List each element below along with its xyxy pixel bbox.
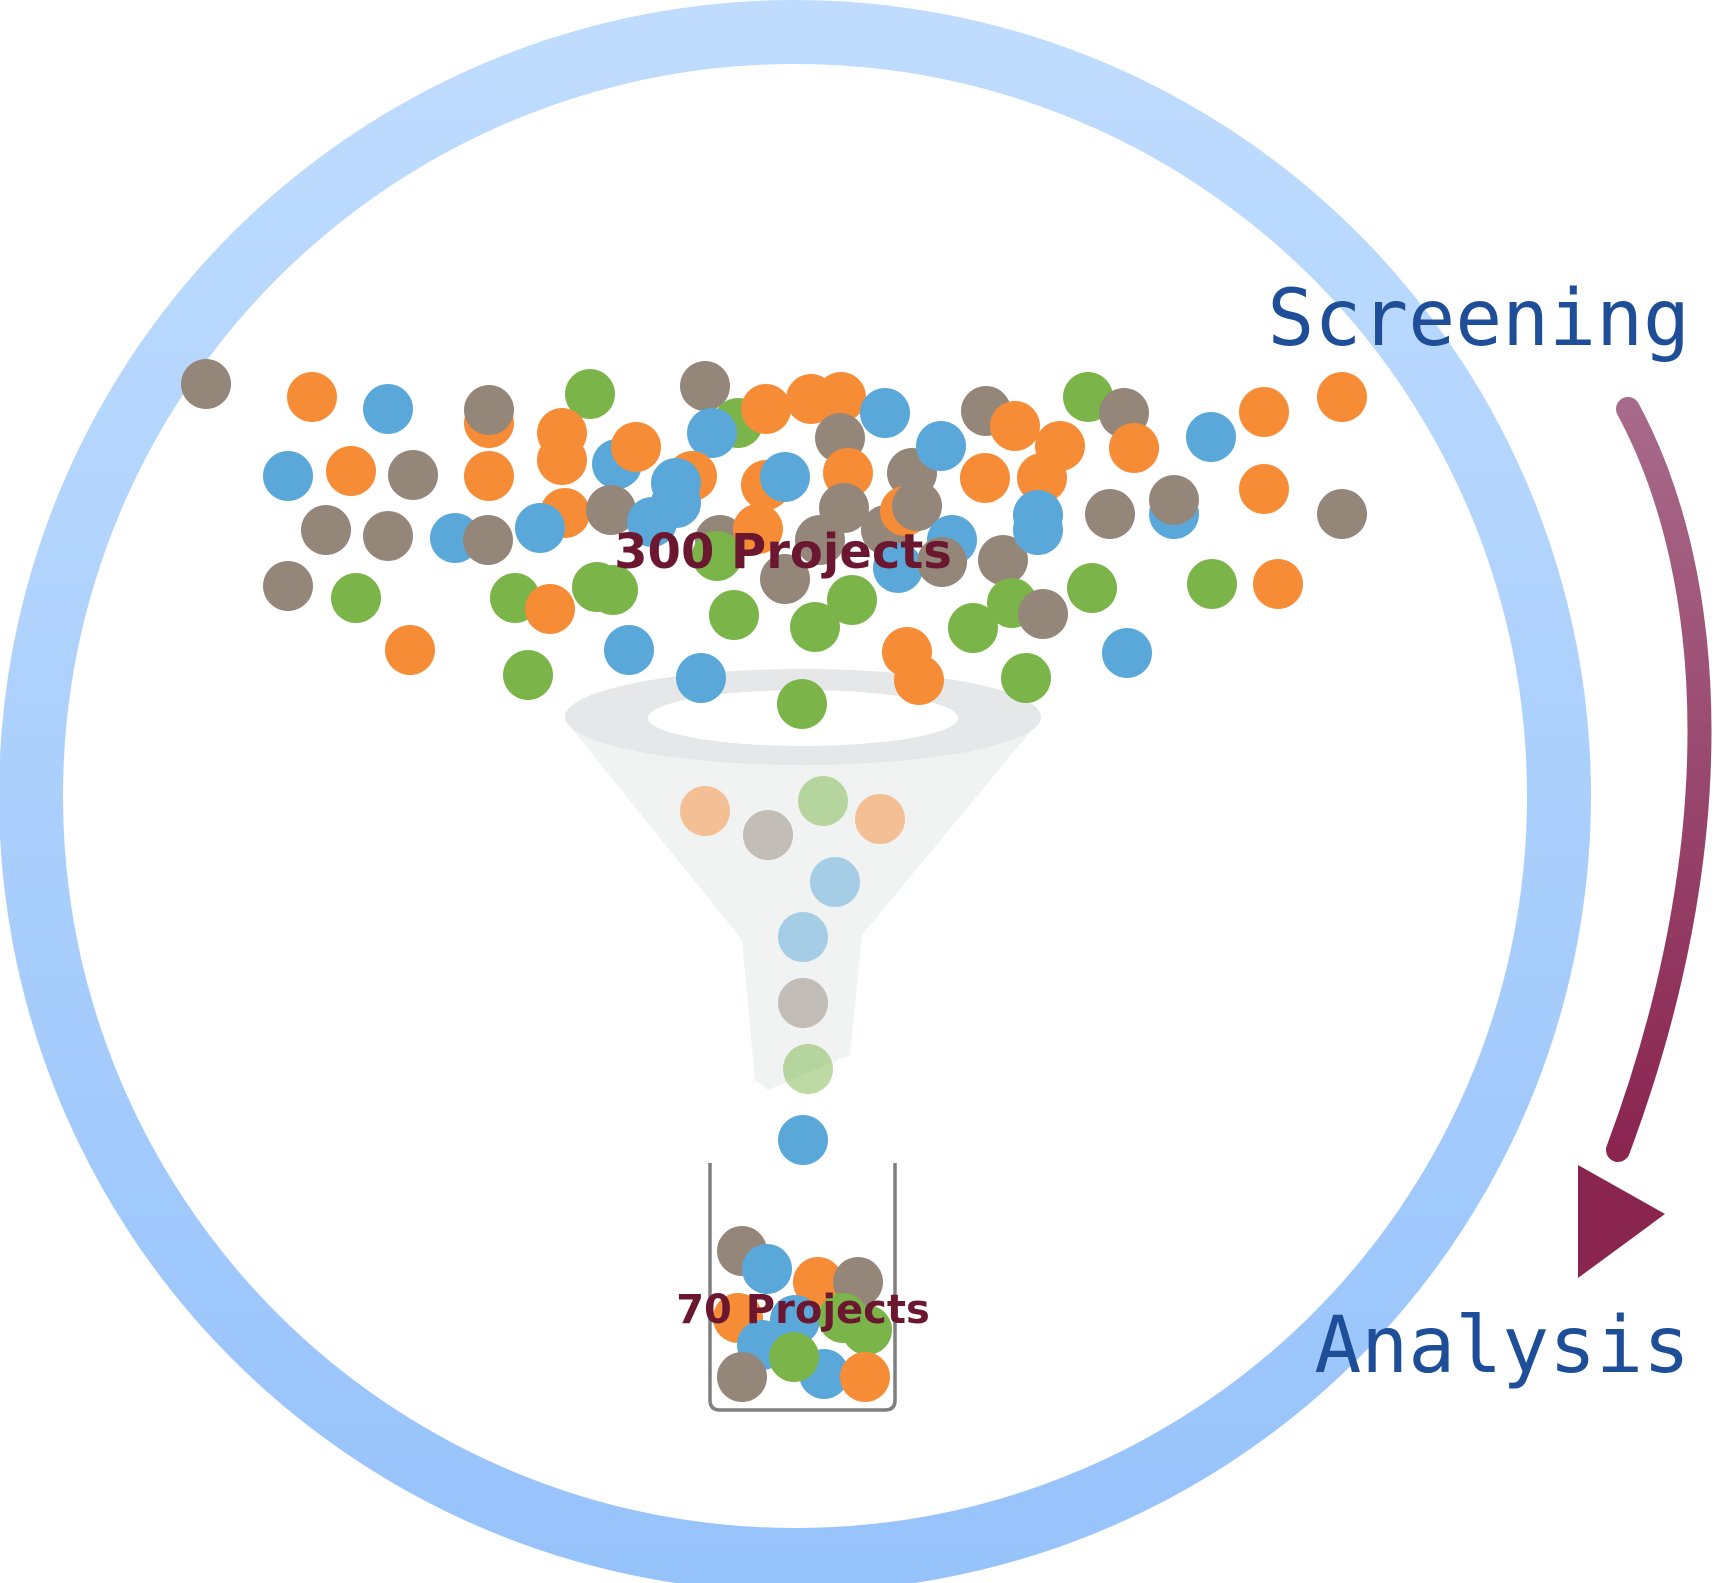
project-dot bbox=[537, 435, 587, 485]
project-dot bbox=[676, 653, 726, 703]
beaker-icon bbox=[708, 1163, 897, 1412]
project-dot bbox=[860, 388, 910, 438]
project-dot bbox=[287, 372, 337, 422]
project-dot bbox=[894, 655, 944, 705]
cycle-ring bbox=[0, 0, 1591, 1583]
project-dot bbox=[326, 446, 376, 496]
falling-dots bbox=[680, 776, 905, 1165]
project-dot bbox=[604, 625, 654, 675]
project-dot bbox=[1186, 412, 1236, 462]
curved-arrow-icon bbox=[1578, 397, 1712, 1278]
project-dot bbox=[1149, 475, 1199, 525]
project-dot bbox=[1001, 653, 1051, 703]
project-dot bbox=[1239, 387, 1289, 437]
project-dot bbox=[680, 361, 730, 411]
project-dot bbox=[263, 561, 313, 611]
project-dot bbox=[798, 776, 848, 826]
project-dot bbox=[588, 565, 638, 615]
project-dot bbox=[331, 573, 381, 623]
project-dot bbox=[363, 384, 413, 434]
project-dot bbox=[525, 584, 575, 634]
project-dot bbox=[960, 453, 1010, 503]
project-dot bbox=[1018, 589, 1068, 639]
project-dot bbox=[733, 504, 783, 554]
project-dot bbox=[385, 625, 435, 675]
project-dot bbox=[687, 408, 737, 458]
project-dot bbox=[892, 481, 942, 531]
project-dot bbox=[916, 421, 966, 471]
project-dot bbox=[1013, 505, 1063, 555]
project-dot bbox=[709, 590, 759, 640]
project-dot bbox=[263, 451, 313, 501]
project-dot bbox=[778, 978, 828, 1028]
project-dot bbox=[1017, 453, 1067, 503]
project-dot bbox=[1085, 489, 1135, 539]
project-dot bbox=[819, 483, 869, 533]
project-dot bbox=[990, 401, 1040, 451]
project-dot bbox=[978, 535, 1028, 585]
project-dot bbox=[770, 1295, 820, 1345]
project-dot bbox=[810, 857, 860, 907]
project-dot bbox=[778, 912, 828, 962]
project-dot bbox=[611, 422, 661, 472]
project-dot bbox=[1102, 628, 1152, 678]
input-count-label: 300 Projects bbox=[614, 524, 952, 580]
project-dot bbox=[680, 786, 730, 836]
project-dot bbox=[388, 450, 438, 500]
project-dot bbox=[760, 452, 810, 502]
project-dot bbox=[1317, 372, 1367, 422]
project-dot bbox=[1067, 563, 1117, 613]
project-dot bbox=[464, 385, 514, 435]
project-dot bbox=[855, 794, 905, 844]
project-dot bbox=[917, 537, 967, 587]
project-dot bbox=[840, 1352, 890, 1402]
project-dot bbox=[741, 384, 791, 434]
input-project-dots bbox=[181, 359, 1367, 729]
output-count-label: 70 Projects bbox=[676, 1287, 930, 1333]
project-dot bbox=[818, 1293, 868, 1343]
project-dot bbox=[503, 650, 553, 700]
project-dot bbox=[565, 369, 615, 419]
project-dot bbox=[515, 503, 565, 553]
analysis-label: Analysis bbox=[1314, 1301, 1690, 1391]
project-dot bbox=[463, 515, 513, 565]
project-dot bbox=[790, 602, 840, 652]
project-dot bbox=[777, 679, 827, 729]
project-dot bbox=[363, 511, 413, 561]
project-dot bbox=[778, 1115, 828, 1165]
project-dot bbox=[783, 1044, 833, 1094]
project-dot bbox=[743, 810, 793, 860]
project-dot bbox=[873, 543, 923, 593]
project-dot bbox=[742, 1244, 792, 1294]
project-dot bbox=[816, 372, 866, 422]
output-project-dots bbox=[713, 1226, 892, 1402]
project-dot bbox=[651, 478, 701, 528]
screening-label: Screening bbox=[1267, 274, 1690, 364]
project-dot bbox=[1239, 464, 1289, 514]
project-dot bbox=[1187, 559, 1237, 609]
project-dot bbox=[717, 1352, 767, 1402]
project-dot bbox=[793, 1257, 843, 1307]
project-dot bbox=[760, 554, 810, 604]
project-dot bbox=[1253, 559, 1303, 609]
project-dot bbox=[769, 1332, 819, 1382]
project-dot bbox=[301, 505, 351, 555]
project-dot bbox=[692, 531, 742, 581]
project-dot bbox=[181, 359, 231, 409]
project-dot bbox=[586, 485, 636, 535]
project-dot bbox=[827, 575, 877, 625]
project-dot bbox=[1109, 423, 1159, 473]
project-dot bbox=[464, 451, 514, 501]
project-dot bbox=[948, 603, 998, 653]
project-dot bbox=[1317, 489, 1367, 539]
